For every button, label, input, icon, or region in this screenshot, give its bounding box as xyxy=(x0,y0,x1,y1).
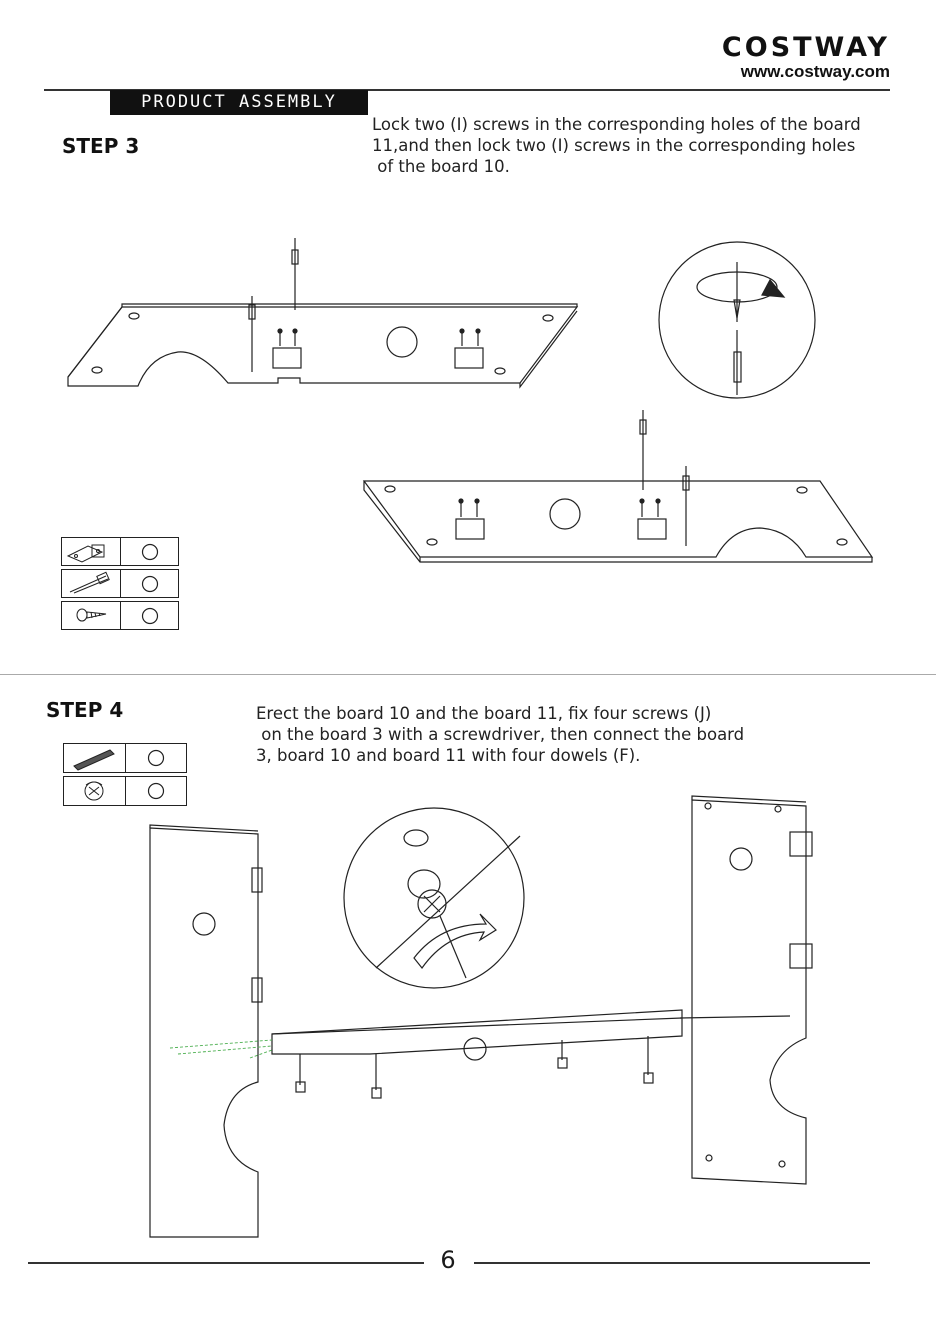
board-left-upright xyxy=(149,824,263,1238)
brand-logo: COSTWAY xyxy=(721,32,890,63)
step3-instruction: Lock two (I) screws in the corresponding… xyxy=(372,115,861,176)
cam-lock-icon xyxy=(63,776,126,806)
screw-icon xyxy=(61,601,121,630)
part-row-cam-lock xyxy=(63,776,187,806)
section-banner: PRODUCT ASSEMBLY xyxy=(110,90,368,115)
part-label-cell xyxy=(121,537,179,566)
part-row-hinge xyxy=(61,537,179,566)
part-label-cell xyxy=(126,776,187,806)
dowel-guide-lines xyxy=(169,1039,273,1059)
part-label-cell xyxy=(126,743,187,773)
header-divider xyxy=(44,89,890,91)
step4-title: STEP 4 xyxy=(46,698,124,722)
step3-title: STEP 3 xyxy=(62,134,140,158)
hinge-icon xyxy=(61,537,121,566)
detail-magnifier xyxy=(658,241,816,399)
board-11-illustration xyxy=(67,238,579,389)
part-label-cell xyxy=(121,569,179,598)
page-number: 6 xyxy=(440,1246,456,1274)
step3-parts-legend xyxy=(61,537,179,630)
step4-parts-legend xyxy=(63,743,187,806)
screwdriver-detail-magnifier xyxy=(343,807,525,989)
part-row-cam-bolt xyxy=(61,569,179,598)
board-right-upright xyxy=(679,795,813,1185)
section-divider xyxy=(0,674,936,675)
part-row-screw xyxy=(61,601,179,630)
part-row-dowel xyxy=(63,743,187,773)
footer-rule-left xyxy=(28,1262,424,1264)
part-label-cell xyxy=(121,601,179,630)
step4-instruction: Erect the board 10 and the board 11, fix… xyxy=(256,704,745,765)
board-3-illustration xyxy=(271,1009,683,1099)
dowel-icon xyxy=(63,743,126,773)
website-link[interactable]: www.costway.com xyxy=(740,62,890,81)
cam-bolt-icon xyxy=(61,569,121,598)
footer-rule-right xyxy=(474,1262,870,1264)
board-10-illustration xyxy=(362,410,874,563)
